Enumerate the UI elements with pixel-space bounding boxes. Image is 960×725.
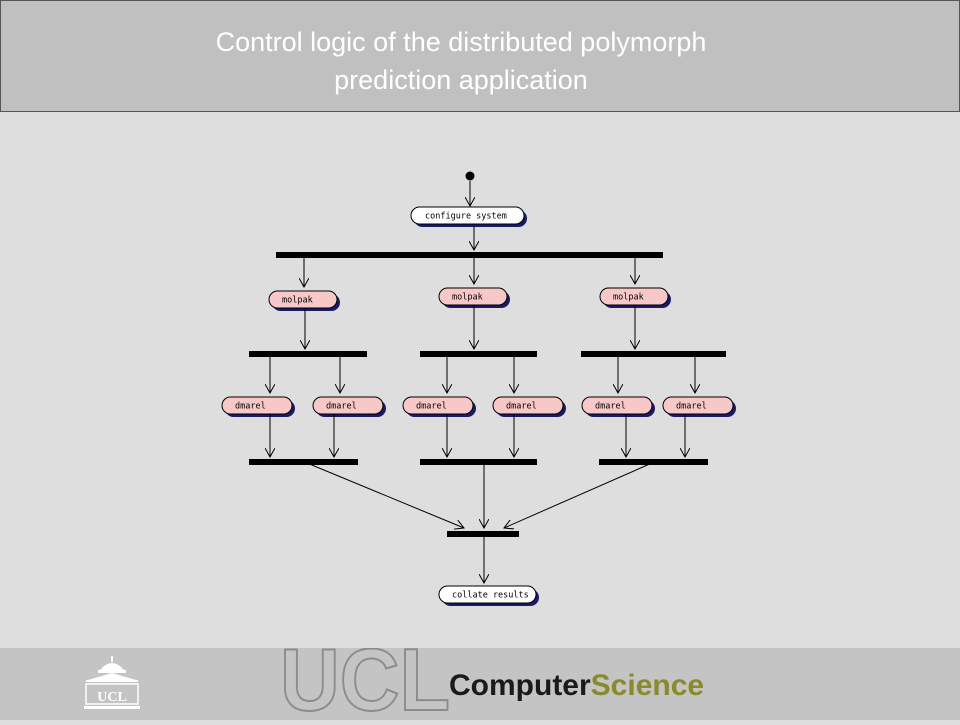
fork-bar [420, 351, 537, 357]
activity-label: molpak [613, 293, 644, 303]
join-bar [599, 459, 708, 465]
join-bar [447, 531, 519, 537]
activity-label: dmarel [235, 402, 266, 412]
slide-title: Control logic of the distributed polymor… [61, 23, 861, 99]
start-node [465, 171, 475, 181]
flow-arrow [504, 462, 653, 528]
join-bar [420, 459, 537, 465]
ucl-wordmark: UCL [280, 648, 450, 720]
activity-node [221, 396, 293, 415]
collate-results-activity: collate results [438, 585, 539, 606]
activity-label: dmarel [506, 402, 537, 412]
fork-bar [276, 252, 663, 258]
activity-node [599, 287, 669, 306]
department-name-part2: Science [591, 669, 704, 702]
configure-system-activity: configure system [410, 206, 527, 227]
activity-label: dmarel [676, 402, 707, 412]
activity-node [268, 290, 338, 309]
department-name: ComputerScience [449, 669, 704, 702]
activity-label: dmarel [595, 402, 626, 412]
activity-node [438, 287, 508, 306]
activity-label: dmarel [416, 402, 447, 412]
join-bar [249, 459, 358, 465]
department-name-part1: Computer [449, 669, 591, 702]
ucl-portico-icon: UCL [84, 656, 140, 709]
activity-node [402, 396, 474, 415]
collate-results-label: collate results [452, 591, 529, 601]
footer-banner: UCL UCL ComputerScience [0, 629, 960, 725]
activity-label: molpak [282, 296, 313, 306]
activity-node [492, 396, 564, 415]
title-bar: Control logic of the distributed polymor… [0, 0, 960, 112]
fork-bar [581, 351, 726, 357]
activity-node [581, 396, 653, 415]
flow-arrow [306, 462, 464, 528]
activity-label: molpak [452, 293, 483, 303]
title-line-1: Control logic of the distributed polymor… [215, 27, 707, 57]
title-line-2: prediction application [334, 65, 588, 95]
activity-node [662, 396, 734, 415]
configure-system-label: configure system [425, 212, 507, 222]
footer-graphics: UCL UCL ComputerScience [84, 629, 704, 725]
crest-text: UCL [97, 690, 127, 705]
fork-bar [249, 351, 367, 357]
activity-label: dmarel [326, 402, 357, 412]
activity-node [312, 396, 384, 415]
